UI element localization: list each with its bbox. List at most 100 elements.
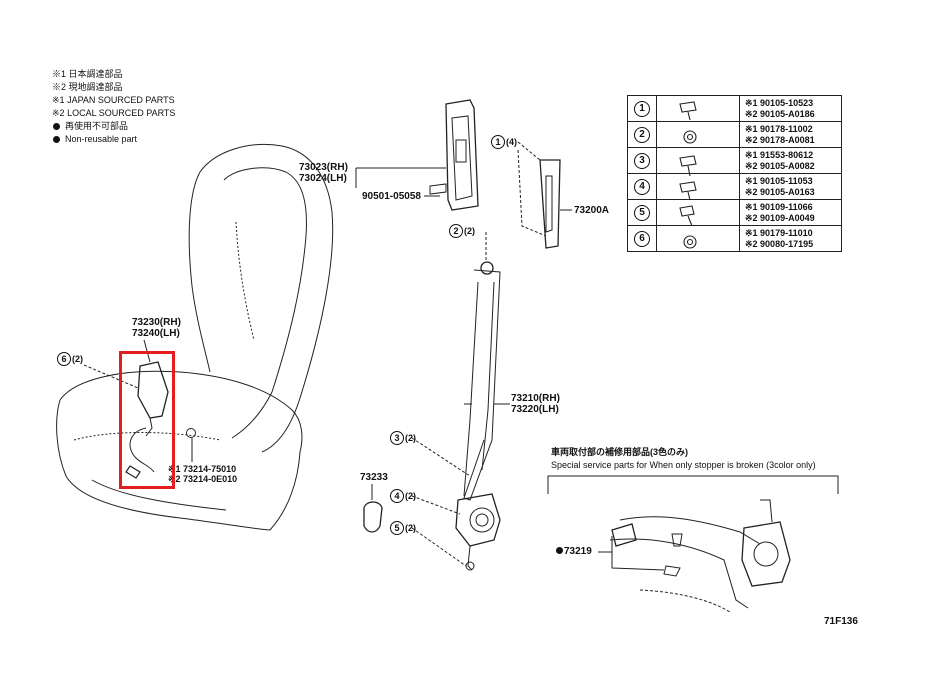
seat-cushion-seam bbox=[73, 432, 221, 441]
label-special-part: 73219 bbox=[556, 546, 592, 557]
table-row: 6 ※1 90179-11010※2 90080-17195 bbox=[627, 225, 842, 252]
part-icon-cell bbox=[656, 121, 740, 148]
callout-5: 5(2) bbox=[390, 521, 416, 535]
part-number: ※2 90080-17195 bbox=[745, 238, 814, 249]
buckle-connector bbox=[125, 465, 141, 479]
part-icon-cell bbox=[656, 95, 740, 122]
special-retractor bbox=[741, 521, 791, 587]
special-heading-en: Special service parts for When only stop… bbox=[551, 460, 816, 470]
retractor-spool bbox=[469, 507, 495, 533]
label-anchor-rh: 73023(RH) bbox=[299, 162, 348, 173]
special-clip bbox=[663, 565, 681, 577]
buckle-grommet bbox=[186, 428, 196, 438]
label-retractor-top: 73200A bbox=[574, 205, 610, 216]
leader-73219 bbox=[598, 536, 613, 553]
anchor-slot bbox=[455, 139, 467, 163]
table-row: 2 ※1 90178-11002※2 90178-A0081 bbox=[627, 121, 842, 148]
special-stopper-part bbox=[611, 523, 637, 547]
legend-row: 再使用不可部品 bbox=[52, 120, 175, 133]
part-icon-cell bbox=[656, 225, 740, 252]
adjuster-rail bbox=[539, 159, 561, 249]
special-frame-b bbox=[639, 589, 731, 613]
highlight-box bbox=[119, 351, 175, 489]
leader-c4 bbox=[411, 495, 461, 515]
label-belt-lh: 73220(LH) bbox=[511, 404, 559, 415]
label-belt-rh: 73210(RH) bbox=[511, 393, 560, 404]
seat-cushion-base bbox=[91, 479, 227, 511]
label-anchor-lh: 73024(LH) bbox=[299, 173, 347, 184]
retractor-bracket bbox=[467, 545, 473, 571]
part-number: ※1 90179-11010 bbox=[745, 227, 813, 238]
part-number: ※2 90105-A0186 bbox=[745, 108, 815, 119]
callout-number: 4 bbox=[634, 178, 650, 195]
buckle-strap bbox=[145, 417, 153, 437]
callout-4: 4(2) bbox=[390, 489, 416, 503]
leader-c1-b bbox=[517, 149, 547, 237]
special-belt bbox=[760, 499, 773, 523]
special-box bbox=[547, 475, 839, 494]
legend-row: ※1 日本調達部品 bbox=[52, 69, 123, 79]
callout-number: 1 bbox=[634, 100, 650, 117]
callout-6: 6(2) bbox=[57, 352, 83, 366]
parts-table: 1 ※1 90105-10523※2 90105-A0186 2 ※1 9017… bbox=[627, 95, 842, 252]
callout-2: 2(2) bbox=[449, 224, 475, 238]
table-row: 3 ※1 91553-80612※2 90105-A0082 bbox=[627, 147, 842, 174]
buckle-body bbox=[137, 361, 169, 419]
callout-number: 3 bbox=[634, 152, 650, 169]
callout-number: 6 bbox=[634, 230, 650, 247]
adjuster-slot bbox=[545, 175, 553, 233]
anchor-inner bbox=[451, 115, 473, 201]
belt-webbing-r bbox=[481, 281, 495, 471]
belt-webbing-l bbox=[463, 281, 479, 497]
seat-back-stitch bbox=[235, 221, 255, 341]
callout-number: 5 bbox=[634, 204, 650, 221]
legend: ※1 日本調達部品 ※2 現地調達部品 ※1 JAPAN SOURCED PAR… bbox=[52, 68, 175, 146]
bullet-icon bbox=[556, 547, 563, 554]
seat-cushion-outline bbox=[59, 370, 303, 531]
callout-1: 1(4) bbox=[491, 135, 517, 149]
leader-c5 bbox=[411, 527, 467, 567]
part-number: ※1 90109-11066 bbox=[745, 201, 813, 212]
legend-row: ※1 JAPAN SOURCED PARTS bbox=[52, 95, 175, 105]
retractor-bolt bbox=[465, 561, 475, 571]
seat-back-inner bbox=[223, 167, 307, 393]
buckle-harness bbox=[129, 427, 155, 473]
seat-back-edge bbox=[231, 391, 273, 439]
diagram-code: 71F136 bbox=[824, 616, 858, 627]
leader-c1 bbox=[517, 141, 541, 161]
label-harness-2: ※2 73214-0E010 bbox=[168, 474, 238, 484]
seat-back-outline bbox=[199, 143, 334, 453]
label-harness-1: ※1 73214-75010 bbox=[168, 464, 237, 474]
stopper-73233 bbox=[363, 501, 383, 533]
part-icon-cell bbox=[656, 147, 740, 174]
table-row: 4 ※1 90105-11053※2 90105-A0163 bbox=[627, 173, 842, 200]
retractor-spool-inner bbox=[475, 513, 489, 527]
belt-upper bbox=[463, 269, 501, 501]
part-number: ※2 90105-A0163 bbox=[745, 186, 815, 197]
special-spool bbox=[753, 541, 779, 567]
label-buckle-rh: 73230(RH) bbox=[132, 317, 181, 328]
legend-row: Non-reusable part bbox=[52, 133, 175, 146]
special-bolt bbox=[671, 533, 683, 547]
part-number: ※1 91553-80612 bbox=[745, 149, 814, 160]
part-number: ※2 90178-A0081 bbox=[745, 134, 815, 145]
label-stopper: 73233 bbox=[360, 472, 388, 483]
legend-row: ※2 現地調達部品 bbox=[52, 82, 123, 92]
seat-back-side bbox=[188, 171, 211, 373]
bullet-icon bbox=[53, 123, 60, 130]
table-row: 5 ※1 90109-11066※2 90109-A0049 bbox=[627, 199, 842, 226]
special-heading-jp: 車両取付部の補修用部品(3色のみ) bbox=[551, 447, 689, 457]
table-row: 1 ※1 90105-10523※2 90105-A0186 bbox=[627, 95, 842, 122]
special-frame-m bbox=[609, 538, 749, 609]
part-number: ※2 90109-A0049 bbox=[745, 212, 815, 223]
part-number: ※2 90105-A0082 bbox=[745, 160, 815, 171]
label-bolt: 90501-05058 bbox=[362, 191, 421, 202]
leader-73219-b bbox=[611, 552, 665, 571]
part-number: ※1 90105-11053 bbox=[745, 175, 813, 186]
seat-cushion-front bbox=[56, 399, 271, 531]
part-icon-cell bbox=[656, 173, 740, 200]
part-icon-cell bbox=[656, 199, 740, 226]
callout-3: 3(2) bbox=[390, 431, 416, 445]
